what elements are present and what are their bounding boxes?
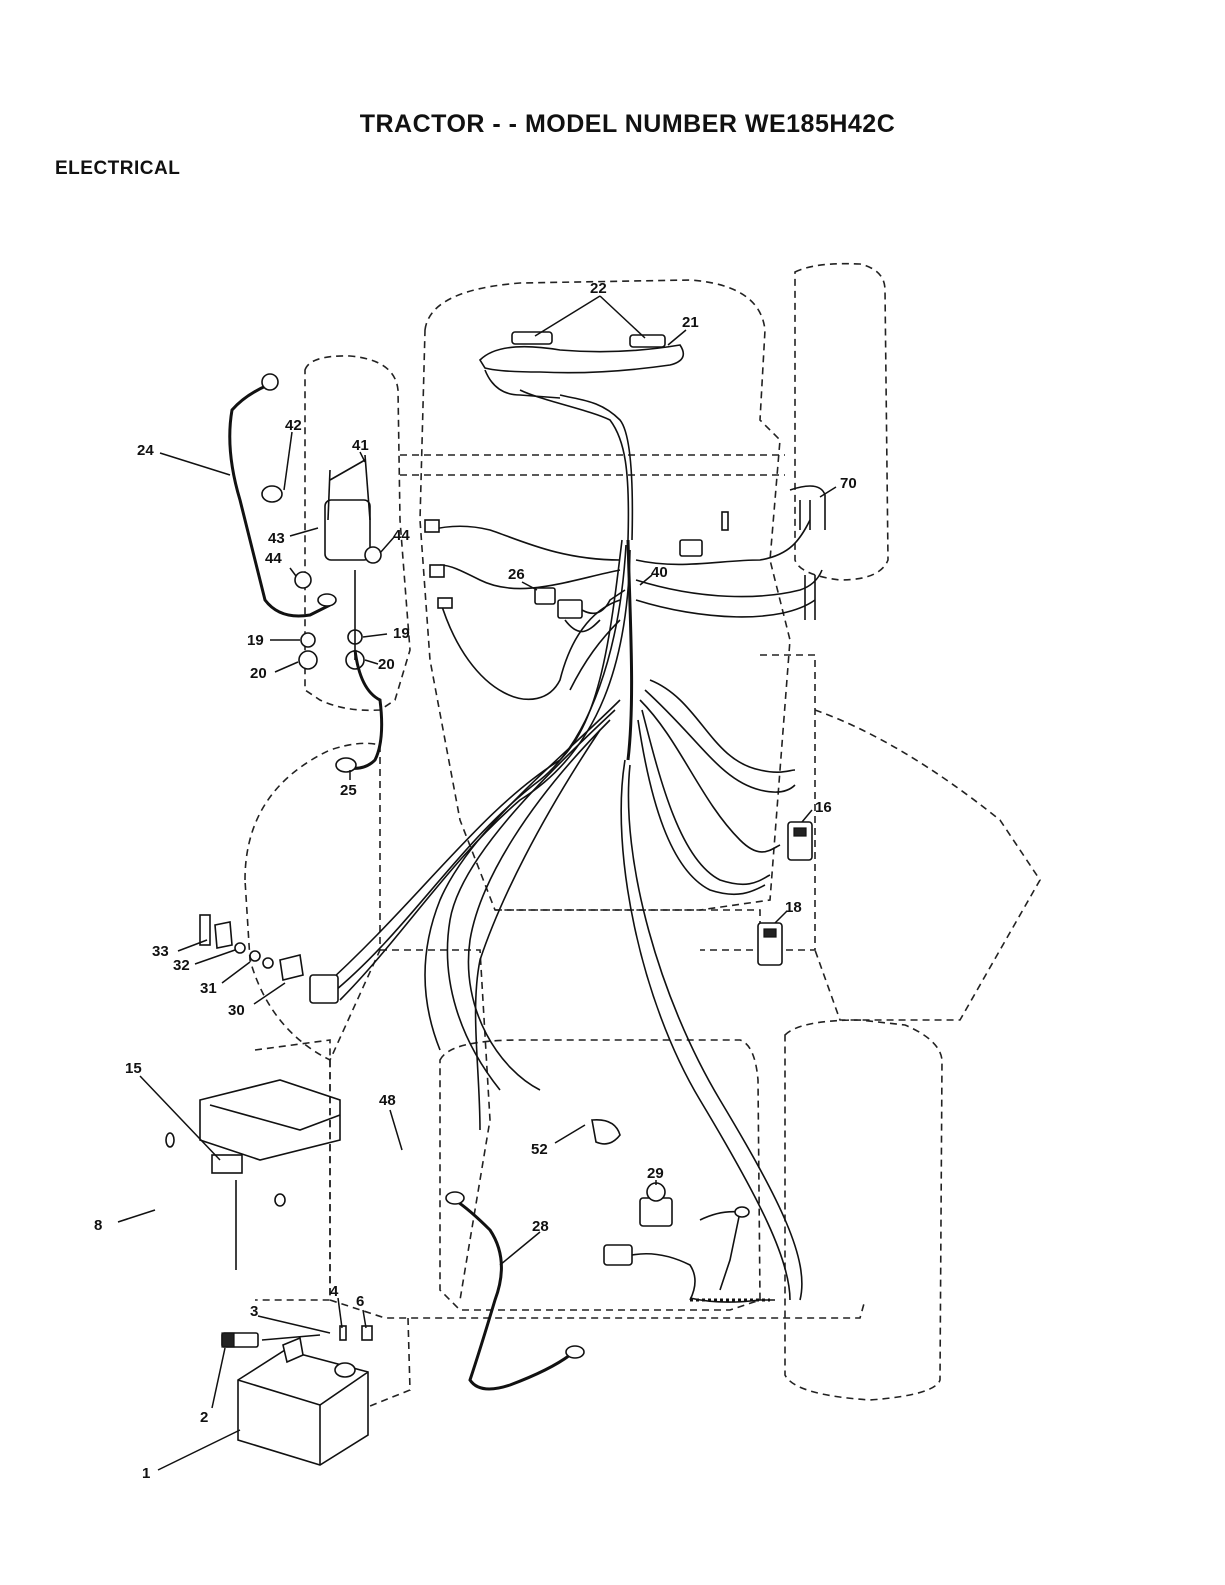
callout-48: 48 [379,1092,396,1109]
callout-43: 43 [268,530,285,547]
mid-crossbar [495,910,760,950]
callout-52: 52 [531,1141,548,1158]
callout-3: 3 [250,1303,258,1320]
tractor-outline [245,264,1040,1408]
callout-26: 26 [508,566,525,583]
callout-44-left: 44 [265,550,282,567]
callout-4: 4 [330,1283,339,1300]
callout-15: 15 [125,1060,142,1077]
fuse-holder-52 [592,1120,620,1144]
callout-40: 40 [651,564,668,581]
callout-19-right: 19 [393,625,410,642]
callout-20-left: 20 [250,665,267,682]
rear-wheel [785,1020,942,1400]
callout-24: 24 [137,442,154,459]
callout-31: 31 [200,980,217,997]
callout-70: 70 [840,475,857,492]
callout-29: 29 [647,1165,664,1182]
bolt-8 [118,1210,155,1222]
callout-21: 21 [682,314,699,331]
right-front-wheel [795,264,888,580]
ignition-switch-29 [604,1183,775,1302]
callout-16: 16 [815,799,832,816]
callout-32: 32 [173,957,190,974]
callout-28: 28 [532,1218,549,1235]
engine-block [255,1040,330,1300]
headlight-harness [480,332,683,398]
battery-cable-24 [230,374,336,616]
callout-1: 1 [142,1465,150,1482]
engine-parts [166,1080,340,1270]
callout-18: 18 [785,899,802,916]
switch-18 [758,923,782,965]
connector-70 [680,486,825,620]
callout-19-left: 19 [247,632,264,649]
callout-20-right: 20 [378,656,395,673]
ground-cable-28 [446,1192,584,1389]
callout-42: 42 [285,417,302,434]
callout-2: 2 [200,1409,208,1426]
callout-6: 6 [356,1293,364,1310]
hood-outline [420,280,790,910]
fender-outline [815,710,1040,1020]
hardware-30-33 [200,915,338,1003]
callout-30: 30 [228,1002,245,1019]
battery-1 [222,1326,372,1465]
callout-22: 22 [590,280,607,297]
left-rear-wheel [245,743,380,1060]
switch-16 [788,822,812,860]
callout-33: 33 [152,943,169,960]
callout-41: 41 [352,437,369,454]
callout-8: 8 [94,1217,102,1234]
callout-25: 25 [340,782,357,799]
callout-44-right: 44 [393,527,410,544]
